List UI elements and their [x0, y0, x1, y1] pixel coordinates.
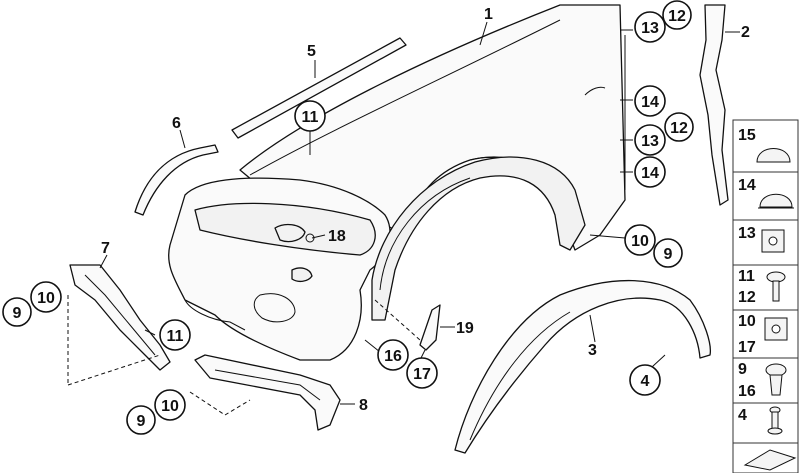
svg-text:15: 15: [738, 127, 756, 144]
legend-panel: 15 14 13 11 12 10 17 9 16: [732, 119, 799, 473]
callout-10c: 10: [154, 389, 186, 421]
svg-text:10: 10: [738, 313, 756, 330]
svg-text:12: 12: [670, 120, 688, 137]
svg-text:11: 11: [167, 328, 184, 345]
screw-icon: [766, 271, 786, 302]
clip-nut-icon: [764, 317, 788, 341]
callout-14a: 14: [634, 85, 666, 117]
bumper-part: [168, 177, 391, 361]
svg-text:9: 9: [13, 305, 22, 322]
cap-large-icon: [756, 148, 791, 163]
legend-row-4: [732, 402, 799, 444]
svg-text:10: 10: [37, 290, 55, 307]
callout-12a: 12: [662, 0, 692, 30]
svg-text:13: 13: [641, 133, 659, 150]
svg-text:11: 11: [302, 109, 319, 126]
svg-text:9: 9: [738, 361, 747, 378]
svg-text:4: 4: [641, 373, 650, 390]
callout-11b: 11: [159, 319, 191, 351]
callout-11a: 11: [294, 100, 326, 132]
svg-text:12: 12: [738, 289, 756, 306]
bracket-left-part: [69, 254, 171, 371]
svg-text:9: 9: [137, 413, 146, 430]
svg-text:18: 18: [328, 228, 346, 245]
callout-2: 2: [741, 24, 750, 41]
wheel-arch-extension: [454, 279, 711, 454]
svg-text:13: 13: [641, 20, 659, 37]
callout-12b: 12: [664, 112, 694, 142]
expanding-rivet-icon: [765, 363, 787, 396]
callout-8: 8: [359, 397, 368, 414]
svg-text:14: 14: [641, 165, 659, 182]
svg-text:4: 4: [738, 407, 747, 424]
legend-row-15: [732, 119, 799, 173]
callout-10b: 10: [30, 281, 62, 313]
callout-18: 18: [328, 228, 346, 245]
callout-17: 17: [406, 357, 438, 389]
bracket-lower-part: [194, 354, 355, 431]
svg-text:9: 9: [664, 246, 673, 263]
seal-strip-icon: [743, 449, 797, 471]
svg-text:12: 12: [668, 8, 686, 25]
callout-9a: 9: [653, 238, 683, 268]
legend-row-14: [732, 171, 799, 221]
svg-text:13: 13: [738, 225, 756, 242]
callout-9c: 9: [126, 405, 156, 435]
moulding-strip-part: [231, 37, 407, 139]
callout-6: 6: [172, 115, 181, 132]
leader-lines: [67, 21, 666, 416]
pin-icon: [767, 406, 783, 435]
svg-text:11: 11: [738, 268, 755, 285]
svg-text:14: 14: [738, 177, 756, 194]
svg-text:10: 10: [631, 233, 649, 250]
callout-16: 16: [377, 339, 409, 371]
callout-10a: 10: [624, 224, 656, 256]
svg-text:17: 17: [413, 366, 431, 383]
svg-text:14: 14: [641, 94, 659, 111]
cap-small-icon: [759, 193, 793, 208]
svg-text:16: 16: [738, 383, 756, 400]
legend-row-9-16: [732, 357, 799, 404]
callout-7: 7: [101, 240, 110, 257]
legend-row-11-12: [732, 264, 799, 311]
small-bracket-part: [419, 304, 455, 351]
seal-strip-part: [699, 4, 740, 206]
callout-19: 19: [456, 320, 474, 337]
callout-3: 3: [588, 342, 597, 359]
callout-4: 4: [629, 364, 661, 396]
curved-trim-part: [134, 129, 219, 216]
callout-5: 5: [307, 43, 316, 60]
callout-13a: 13: [634, 11, 666, 43]
callout-14b: 14: [634, 156, 666, 188]
callout-13b: 13: [634, 124, 666, 156]
callout-9b: 9: [2, 297, 32, 327]
svg-text:16: 16: [384, 348, 402, 365]
wheel-arch-trim-upper: [371, 156, 586, 321]
svg-text:17: 17: [738, 339, 756, 356]
callouts: 1 2 3 5 6 7 8 19 13 12 14 13 12 14: [2, 0, 750, 435]
svg-text:10: 10: [161, 398, 179, 415]
callout-1: 1: [484, 6, 493, 23]
